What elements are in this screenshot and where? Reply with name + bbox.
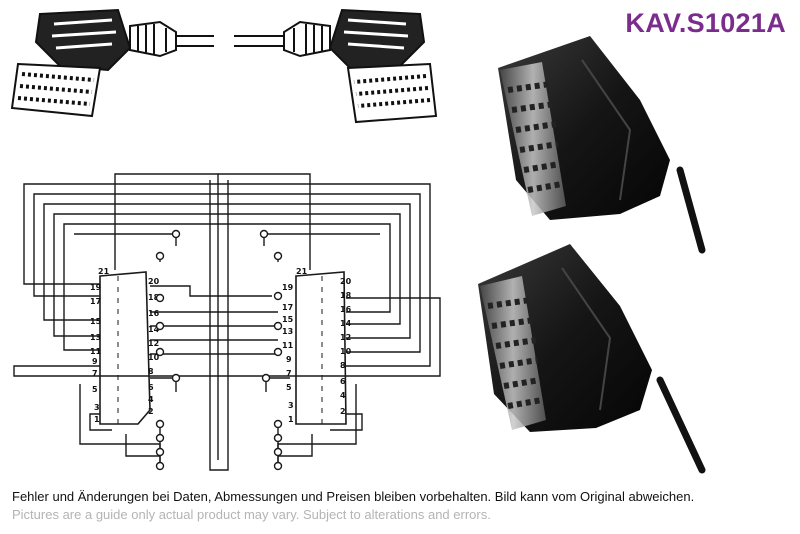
connector-drawing-left xyxy=(10,8,214,118)
left-outer-pin: 13 xyxy=(90,333,101,342)
left-outer-pin: 3 xyxy=(94,403,100,412)
right-outer-pin: 17 xyxy=(282,303,293,312)
left-inner-pin: 20 xyxy=(148,277,160,286)
connector-drawing-right xyxy=(234,8,438,124)
product-code: KAV.S1021A xyxy=(625,8,786,38)
left-inner-pin: 14 xyxy=(148,325,160,334)
right-outer-pin: 19 xyxy=(282,283,294,292)
scart-wiring-diagram: 21 19 17 15 13 11 9 7 5 3 1 20 18 16 14 … xyxy=(10,8,441,471)
right-inner-pin: 14 xyxy=(340,319,352,328)
right-inner-pin: 12 xyxy=(340,333,351,342)
left-inner-pin: 4 xyxy=(148,395,154,404)
left-outer-pin: 15 xyxy=(90,317,102,326)
left-connector-schematic xyxy=(99,271,151,425)
right-inner-pin: 2 xyxy=(340,407,346,416)
left-inner-pin: 18 xyxy=(148,293,160,302)
scart-plug-lower xyxy=(478,244,706,474)
right-connector-schematic xyxy=(295,271,347,425)
left-inner-pin: 10 xyxy=(148,353,160,362)
right-outer-pin: 13 xyxy=(282,327,293,336)
left-outer-pin: 9 xyxy=(92,357,98,366)
product-photo xyxy=(478,36,706,474)
right-outer-pin: 5 xyxy=(286,383,292,392)
right-inner-pin: 8 xyxy=(340,361,346,370)
right-inner-pin: 18 xyxy=(340,291,352,300)
junction-points xyxy=(155,229,283,471)
right-outer-pin: 9 xyxy=(286,355,292,364)
disclaimer-english: Pictures are a guide only actual product… xyxy=(12,507,491,522)
left-outer-pin: 11 xyxy=(90,347,102,356)
right-inner-pin: 4 xyxy=(340,391,346,400)
left-inner-pin: 2 xyxy=(148,407,154,416)
right-outer-pin: 21 xyxy=(296,267,308,276)
left-inner-pin: 8 xyxy=(148,367,154,376)
left-inner-pin: 6 xyxy=(148,383,154,392)
right-outer-pin: 1 xyxy=(288,415,294,424)
left-outer-pin: 5 xyxy=(92,385,98,394)
left-inner-pin: 12 xyxy=(148,339,159,348)
left-outer-pin: 21 xyxy=(98,267,110,276)
right-outer-pin: 11 xyxy=(282,341,294,350)
right-inner-pin: 6 xyxy=(340,377,346,386)
scart-plug-upper xyxy=(498,36,706,254)
left-inner-pin: 16 xyxy=(148,309,160,318)
right-outer-pin: 3 xyxy=(288,401,294,410)
right-outer-pin: 15 xyxy=(282,315,294,324)
right-inner-pin: 10 xyxy=(340,347,352,356)
left-outer-pin: 1 xyxy=(94,415,100,424)
left-outer-pin: 17 xyxy=(90,297,101,306)
wiring-lines xyxy=(13,173,441,471)
left-outer-pin: 19 xyxy=(90,283,102,292)
right-outer-pin: 7 xyxy=(286,369,292,378)
left-outer-pin: 7 xyxy=(92,369,98,378)
right-inner-pin: 20 xyxy=(340,277,352,286)
right-inner-pin: 16 xyxy=(340,305,352,314)
disclaimer-german: Fehler und Änderungen bei Daten, Abmessu… xyxy=(12,489,695,504)
